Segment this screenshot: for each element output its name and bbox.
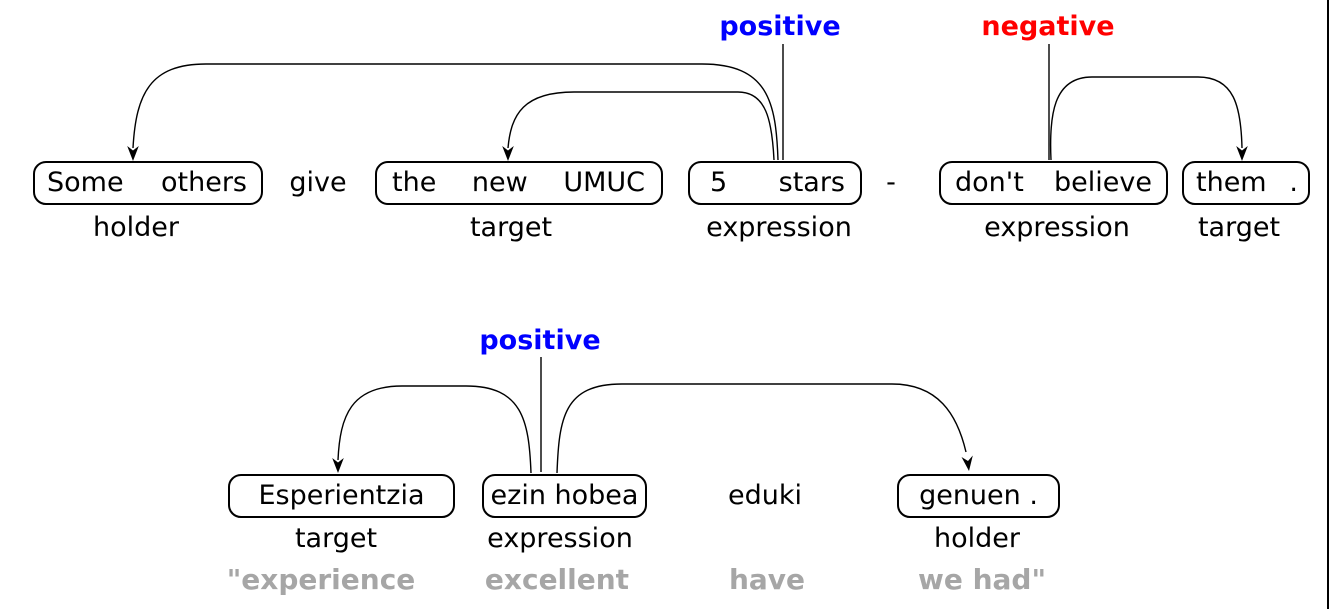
token-dash: - [886,167,896,198]
arc-positive-to-holder [132,63,779,161]
sentiment-label-negative-1: negative [981,11,1115,42]
role-label-target-1: target [469,212,553,243]
token: the [392,167,437,198]
arc-positive2-to-target [337,385,532,474]
sentiment-label-positive-2: positive [479,325,601,356]
arrow-head-holder [127,146,139,161]
role-label-expression-basque: expression [487,523,633,554]
span-box-expression-basque: ezin hobea [482,474,647,518]
span-box-expression-positive: 5 stars [688,161,862,205]
gloss-have: have [728,563,806,596]
token: 5 [710,167,728,198]
token: ezin hobea [490,480,639,511]
token: genuen . [919,480,1038,511]
token: . [1289,167,1298,198]
role-label-target-basque: target [294,523,378,554]
token: new [471,167,528,198]
arc-negative-to-target [1049,76,1243,161]
token: don't [955,167,1024,198]
figure-right-border [1326,0,1329,609]
role-label-expression-positive: expression [706,212,852,243]
span-box-expression-negative: don't believe [939,161,1168,205]
token-give: give [289,167,347,198]
role-label-holder-1: holder [93,212,179,243]
token: UMUC [563,167,645,198]
sentiment-label-positive-1: positive [719,11,841,42]
gloss-we-had: we had" [917,563,1047,596]
span-box-target-basque: Esperientzia [228,474,455,518]
token: others [161,167,247,198]
gloss-excellent: excellent [484,563,630,596]
span-box-holder-1: Some others [33,161,263,205]
span-box-holder-basque: genuen . [897,474,1060,518]
span-box-target-2: them . [1182,161,1310,205]
token: stars [778,167,845,198]
arrow-head-holder2 [961,455,973,471]
arrow-head-neg-target [1236,146,1248,161]
token: Esperientzia [258,480,425,511]
role-label-holder-basque: holder [934,523,1020,554]
token: Some [47,167,124,198]
arrow-head-target2 [332,458,344,473]
token: them [1196,167,1267,198]
arc-positive2-to-holder [556,383,967,474]
token-eduki: eduki [728,480,802,511]
token: believe [1054,167,1152,198]
arc-positive-to-target [507,91,775,161]
role-label-target-2: target [1197,212,1281,243]
span-box-target-1: the new UMUC [375,161,663,205]
role-label-expression-negative: expression [984,212,1130,243]
arrow-head-target [502,146,514,161]
gloss-experience: "experience [226,563,416,596]
